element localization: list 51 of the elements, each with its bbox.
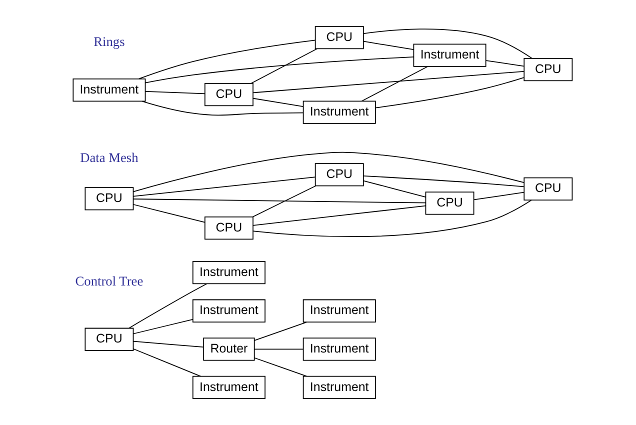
node-box: Instrument <box>192 376 266 400</box>
connector <box>363 28 532 59</box>
connector <box>486 60 524 67</box>
connector <box>474 192 525 200</box>
connector <box>254 322 307 341</box>
connector <box>145 90 206 94</box>
connector <box>132 176 316 197</box>
connector <box>138 40 316 80</box>
connector <box>252 200 532 238</box>
connector <box>132 204 206 223</box>
connector <box>132 198 426 204</box>
connector <box>375 77 524 108</box>
connector <box>252 185 316 218</box>
node-box: Instrument <box>302 100 376 124</box>
node-box: Instrument <box>413 44 486 67</box>
node-box: CPU <box>204 82 254 106</box>
connector <box>132 318 194 334</box>
connector <box>363 180 426 198</box>
connector <box>363 40 414 50</box>
label: Rings <box>94 34 125 50</box>
connector <box>254 357 307 377</box>
node-box: CPU <box>425 192 474 215</box>
node-box: Instrument <box>302 299 376 322</box>
connector <box>254 348 304 350</box>
node-box: CPU <box>204 216 254 240</box>
connector <box>252 98 304 107</box>
connector <box>250 48 318 84</box>
connector <box>132 348 202 377</box>
connector <box>252 71 524 94</box>
node-box: Instrument <box>192 299 266 322</box>
node-box: CPU <box>314 163 364 186</box>
connector <box>142 100 304 116</box>
connector <box>363 175 524 188</box>
node-box: CPU <box>84 187 134 210</box>
node-box: Instrument <box>192 261 266 284</box>
connector <box>132 152 524 192</box>
connector <box>252 205 426 226</box>
node-box: Router <box>203 338 255 361</box>
node-box: Instrument <box>302 338 376 361</box>
connector <box>128 283 208 329</box>
node-box: CPU <box>524 177 573 200</box>
node-box: CPU <box>314 26 364 50</box>
node-box: CPU <box>84 328 134 351</box>
node-box: CPU <box>524 58 573 82</box>
node-box: Instrument <box>302 376 376 400</box>
node-box: Instrument <box>72 78 146 102</box>
connector <box>145 56 414 84</box>
connector <box>361 66 428 102</box>
label: Control Tree <box>75 274 144 289</box>
label: Data Mesh <box>80 150 138 165</box>
connector <box>132 340 204 348</box>
